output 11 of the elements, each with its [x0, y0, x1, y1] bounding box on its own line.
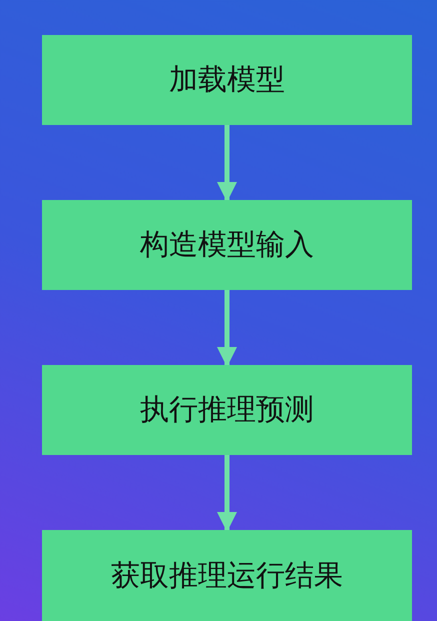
arrow: [217, 290, 237, 367]
process-box: [42, 35, 412, 125]
box-label: 加载模型: [169, 61, 285, 98]
box-label: 获取推理运行结果: [111, 556, 343, 594]
process-box: [42, 530, 412, 621]
process-box: [42, 365, 412, 455]
process-box: [42, 200, 412, 290]
box-label: 执行推理预测: [140, 391, 314, 428]
arrow: [217, 125, 237, 202]
box-label: 构造模型输入: [140, 226, 314, 263]
arrow: [217, 455, 237, 532]
